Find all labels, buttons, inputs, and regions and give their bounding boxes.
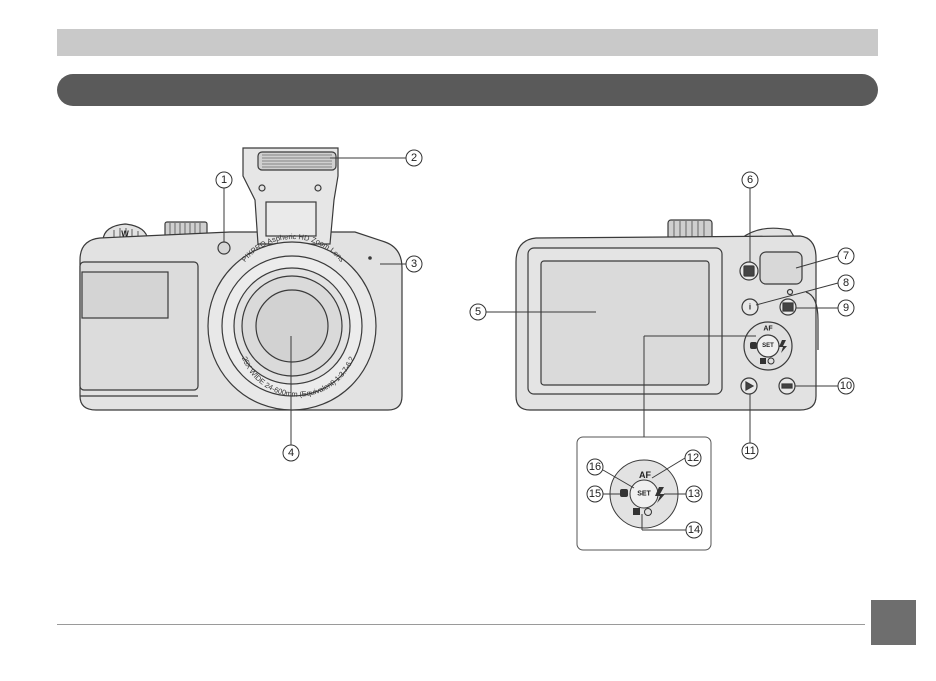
svg-text:11: 11 [744, 445, 755, 457]
camera-back-view [516, 220, 818, 410]
callout-7: 7 [838, 248, 854, 264]
grip-logo-area [82, 272, 168, 318]
svg-text:13: 13 [688, 488, 700, 500]
footer-rule [57, 624, 865, 625]
svg-text:1: 1 [221, 174, 227, 186]
svg-text:14: 14 [688, 524, 700, 536]
svg-text:15: 15 [589, 488, 601, 500]
callout-16: 16 [587, 459, 603, 475]
svg-text:8: 8 [843, 277, 849, 289]
inset-macro-icon [620, 489, 628, 497]
callout-13: 13 [686, 486, 702, 502]
svg-text:6: 6 [747, 174, 753, 186]
callout-14: 14 [686, 522, 702, 538]
callout-9: 9 [838, 300, 854, 316]
back-set-label: SET [762, 343, 774, 349]
lcd-display [541, 261, 709, 385]
info-button-label: i [749, 303, 751, 312]
inset-af-label: AF [639, 470, 651, 480]
callout-3: 3 [406, 256, 422, 272]
camera-front-view [80, 148, 402, 410]
af-assist-lamp [218, 242, 230, 254]
svg-text:12: 12 [687, 452, 699, 464]
back-af-label: AF [763, 326, 773, 333]
inset-delete-icon [633, 508, 640, 515]
svg-text:5: 5 [475, 306, 481, 318]
svg-text:16: 16 [589, 461, 601, 473]
callout-11: 11 [742, 443, 758, 459]
callout-6: 6 [742, 172, 758, 188]
svg-text:10: 10 [840, 380, 852, 392]
callout-2: 2 [406, 150, 422, 166]
callout-4: 4 [283, 445, 299, 461]
callout-15: 15 [587, 486, 603, 502]
callout-12: 12 [685, 450, 701, 466]
svg-text:2: 2 [411, 152, 417, 164]
svg-text:7: 7 [843, 250, 849, 262]
callout-8: 8 [838, 275, 854, 291]
page-number-tab [871, 600, 916, 645]
svg-text:9: 9 [843, 302, 849, 314]
callout-1: 1 [216, 172, 232, 188]
svg-text:4: 4 [288, 447, 294, 459]
svg-text:3: 3 [411, 258, 417, 270]
macro-icon [750, 342, 757, 349]
callout-5: 5 [470, 304, 486, 320]
indicator-lamp [788, 290, 793, 295]
lens-glass [256, 290, 328, 362]
inset-set-label: SET [637, 491, 651, 498]
dial-mark: W [121, 230, 129, 239]
callout-10: 10 [838, 378, 854, 394]
delete-icon [760, 358, 766, 364]
